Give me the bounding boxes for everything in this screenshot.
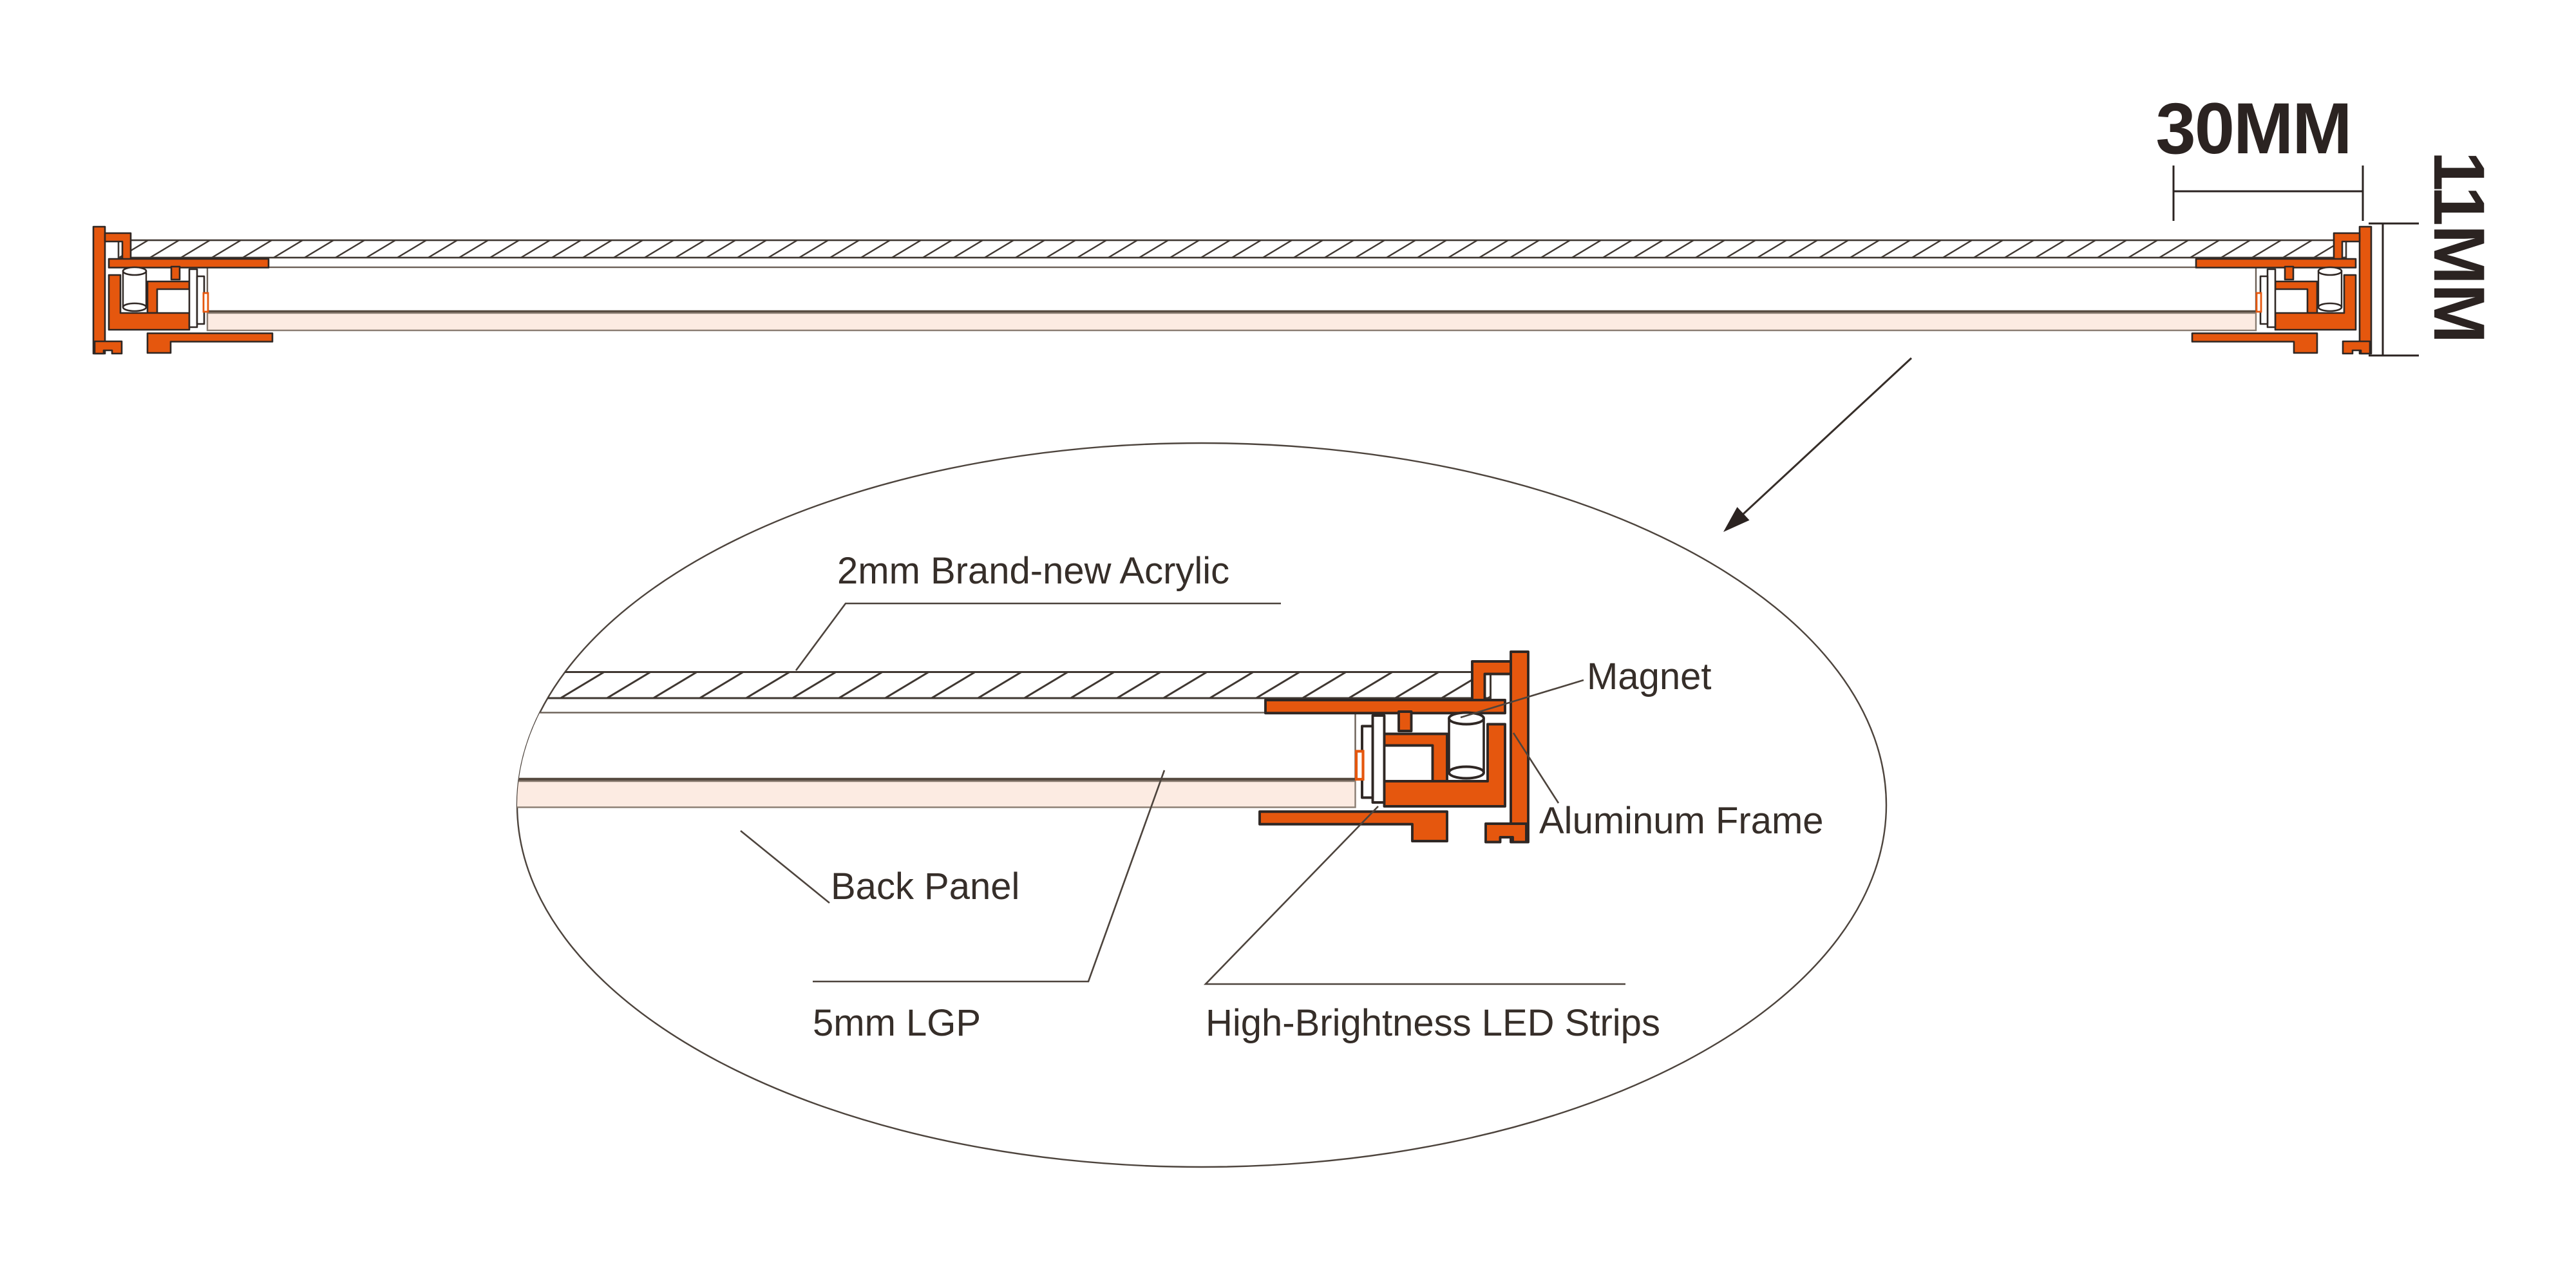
magnified-detail: 2mm Brand-new Acrylic Magnet Aluminum Fr… <box>516 442 1888 1168</box>
acrylic-label: 2mm Brand-new Acrylic <box>837 550 1229 592</box>
lgp-layer <box>206 266 2257 313</box>
detail-lgp-layer <box>517 712 1356 781</box>
width-dimension: 30MM <box>2155 88 2364 221</box>
magnet-label: Magnet <box>1587 656 1711 697</box>
detail-acrylic-layer <box>517 671 1492 699</box>
full-cross-section <box>92 225 2372 355</box>
back-panel-layer <box>206 312 2257 332</box>
width-dimension-line <box>2172 166 2364 221</box>
detail-layers <box>517 671 1492 808</box>
lgp-label: 5mm LGP <box>813 1002 981 1044</box>
led-strips-label: High-Brightness LED Strips <box>1206 1002 1660 1044</box>
acrylic-sheet-layer <box>117 239 2347 259</box>
detail-pointer-line <box>1742 357 1913 515</box>
acrylic-leader-line <box>795 602 1281 671</box>
thickness-dimension-line <box>2369 222 2419 357</box>
aluminum-frame-leader-line <box>1512 732 1560 804</box>
detail-pointer-arrowhead <box>1723 507 1750 532</box>
detail-callouts: 2mm Brand-new Acrylic Magnet Aluminum Fr… <box>740 550 1824 1044</box>
aluminum-frame-label: Aluminum Frame <box>1539 800 1824 842</box>
width-dimension-label: 30MM <box>2155 88 2351 169</box>
back-panel-label: Back Panel <box>831 866 1019 907</box>
thickness-dimension-label: 11MM <box>2419 151 2499 343</box>
detail-back-panel-layer <box>517 780 1356 808</box>
led-strips-leader-line <box>1203 806 1625 985</box>
magnet-leader-line <box>1460 679 1584 719</box>
thickness-dimension: 11MM <box>2369 151 2499 357</box>
back-panel-leader-line <box>740 830 830 904</box>
detail-pointer-arrow <box>1723 357 1913 532</box>
lgp-leader-line <box>813 770 1166 983</box>
